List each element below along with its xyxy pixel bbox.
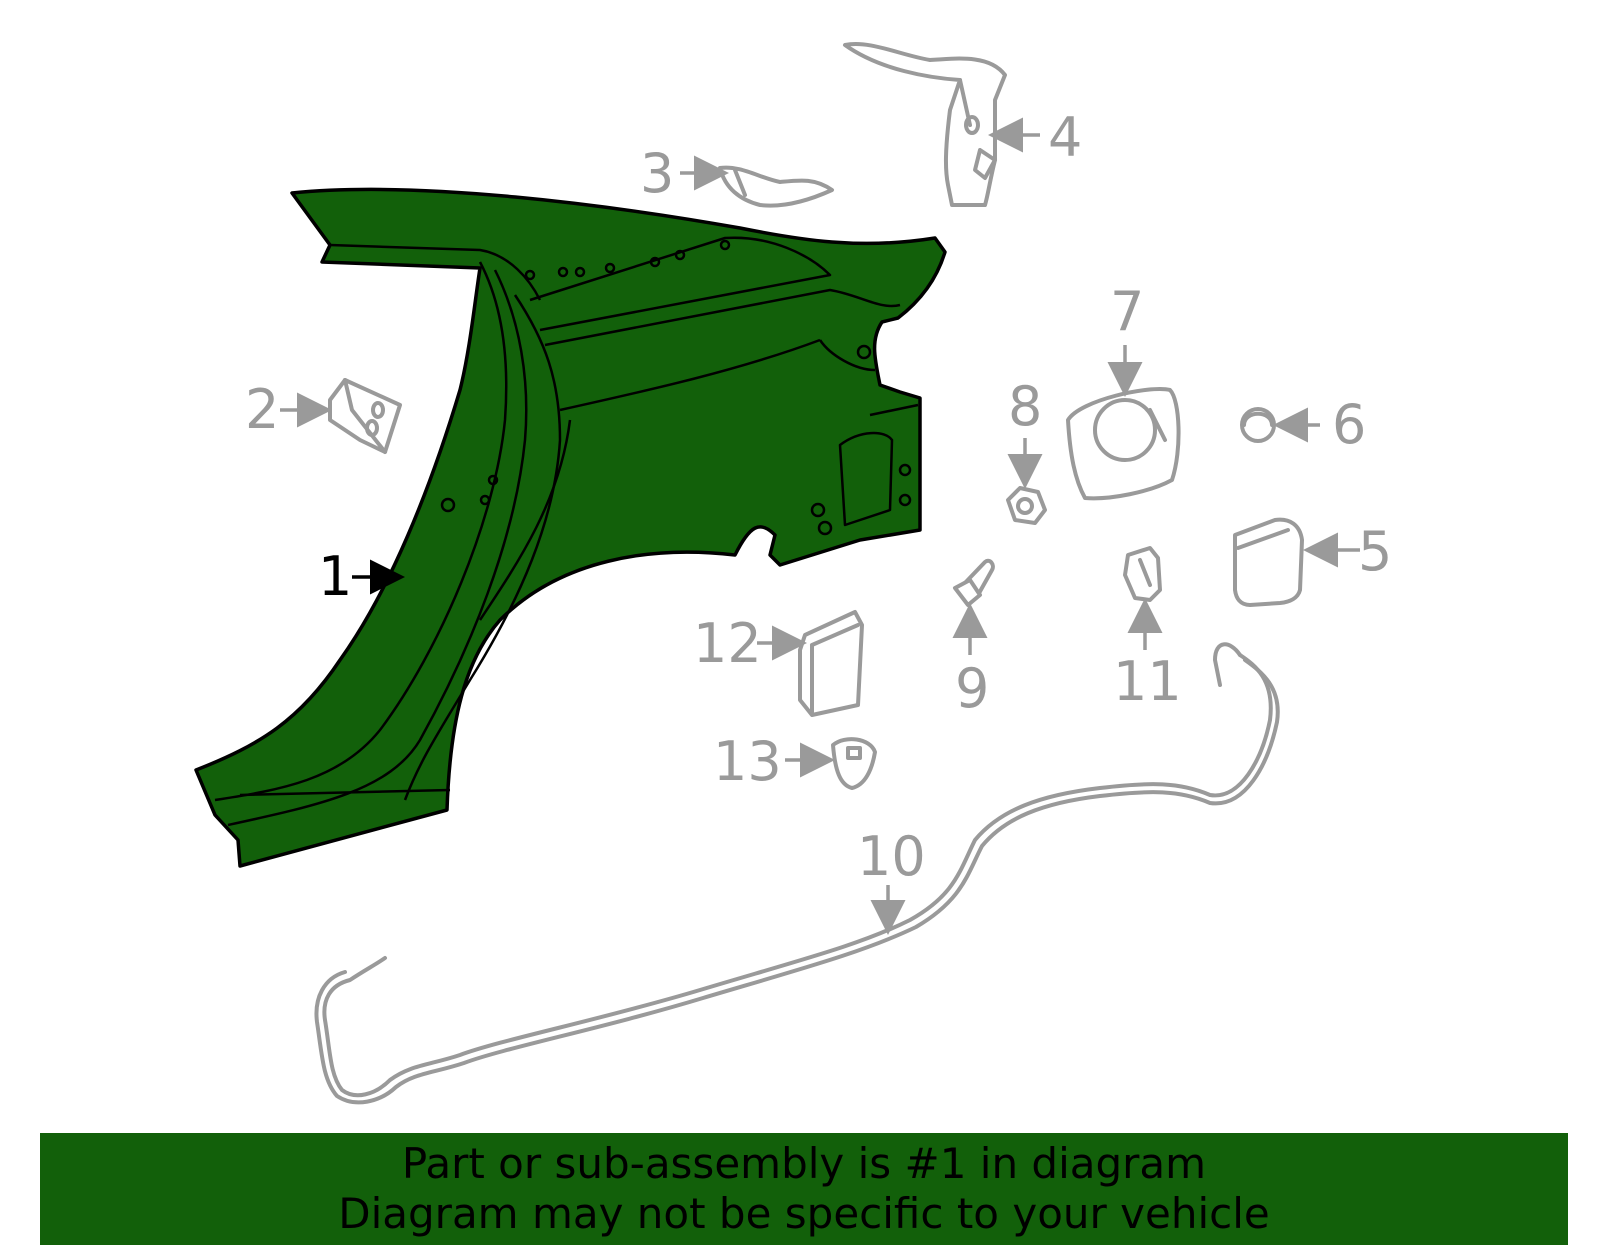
callout-8[interactable]: 8 [1008,375,1042,438]
parts-diagram: 1 2 3 4 5 6 7 8 9 10 11 12 13 [194,42,1392,1105]
upper-bracket-part-4[interactable] [843,42,1007,207]
callout-4[interactable]: 4 [1048,106,1082,169]
callout-6[interactable]: 6 [1332,393,1366,456]
callout-numbers: 1 2 3 4 5 6 7 8 9 10 11 12 13 [245,106,1392,888]
release-cable-part-10[interactable] [314,642,1280,1105]
callout-12[interactable]: 12 [693,612,762,675]
clip-part-6[interactable] [1240,407,1276,443]
fuel-door-part-5[interactable] [1233,517,1304,607]
callout-9[interactable]: 9 [955,657,989,720]
banner-line-2: Diagram may not be specific to your vehi… [338,1189,1270,1238]
leader-lines [280,117,1360,935]
banner-line-1: Part or sub-assembly is #1 in diagram [401,1139,1207,1188]
nut-part-8[interactable] [1006,486,1047,525]
callout-10[interactable]: 10 [857,825,926,888]
grommet-part-13[interactable] [831,737,877,790]
fuel-housing-part-7[interactable] [1066,387,1181,501]
notice-banner: Part or sub-assembly is #1 in diagram Di… [40,1133,1568,1245]
reinforcement-part-3[interactable] [718,165,834,208]
callout-13[interactable]: 13 [713,730,782,793]
callout-3[interactable]: 3 [640,142,674,205]
callout-2[interactable]: 2 [245,378,279,441]
module-part-12[interactable] [798,610,864,717]
callout-1[interactable]: 1 [318,545,352,608]
actuator-part-11[interactable] [1123,546,1162,602]
callout-5[interactable]: 5 [1358,520,1392,583]
callout-11[interactable]: 11 [1113,650,1182,713]
callout-7[interactable]: 7 [1110,280,1144,343]
quarter-panel-part-1[interactable] [194,187,947,868]
bolt-part-9[interactable] [953,558,995,607]
bracket-part-2[interactable] [328,378,402,454]
